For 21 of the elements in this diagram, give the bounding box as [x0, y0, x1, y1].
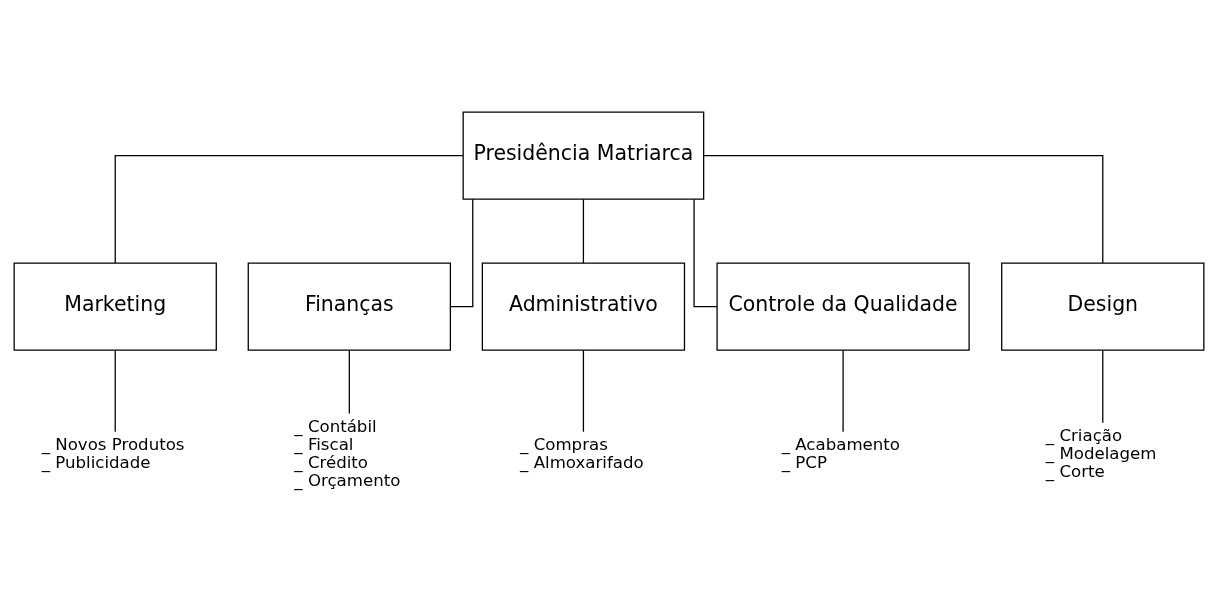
node-text: _ Novos Produtos _ Publicidade [41, 435, 185, 473]
connector [450, 198, 474, 308]
node-box: Finanças [247, 262, 451, 351]
node-box: Presidência Matriarca [462, 111, 705, 200]
node-box: Marketing [13, 262, 217, 351]
node-text: _ Compras _ Almoxarifado [520, 435, 644, 473]
node-text: _ Acabamento _ PCP [781, 435, 900, 473]
connector [348, 349, 350, 415]
node-text: _ Contábil _ Fiscal _ Crédito _ Orçamento [294, 417, 401, 491]
connector [1102, 349, 1104, 424]
node-text: _ Criação _ Modelagem _ Corte [1045, 426, 1157, 482]
connector [703, 154, 1104, 264]
connector [114, 349, 116, 433]
connector [842, 349, 844, 433]
connector [693, 198, 718, 308]
connector [582, 198, 585, 264]
node-box: Design [1001, 262, 1205, 351]
node-box: Controle da Qualidade [716, 262, 970, 351]
connector [582, 349, 585, 433]
connector [114, 154, 464, 264]
node-box: Administrativo [481, 262, 686, 351]
